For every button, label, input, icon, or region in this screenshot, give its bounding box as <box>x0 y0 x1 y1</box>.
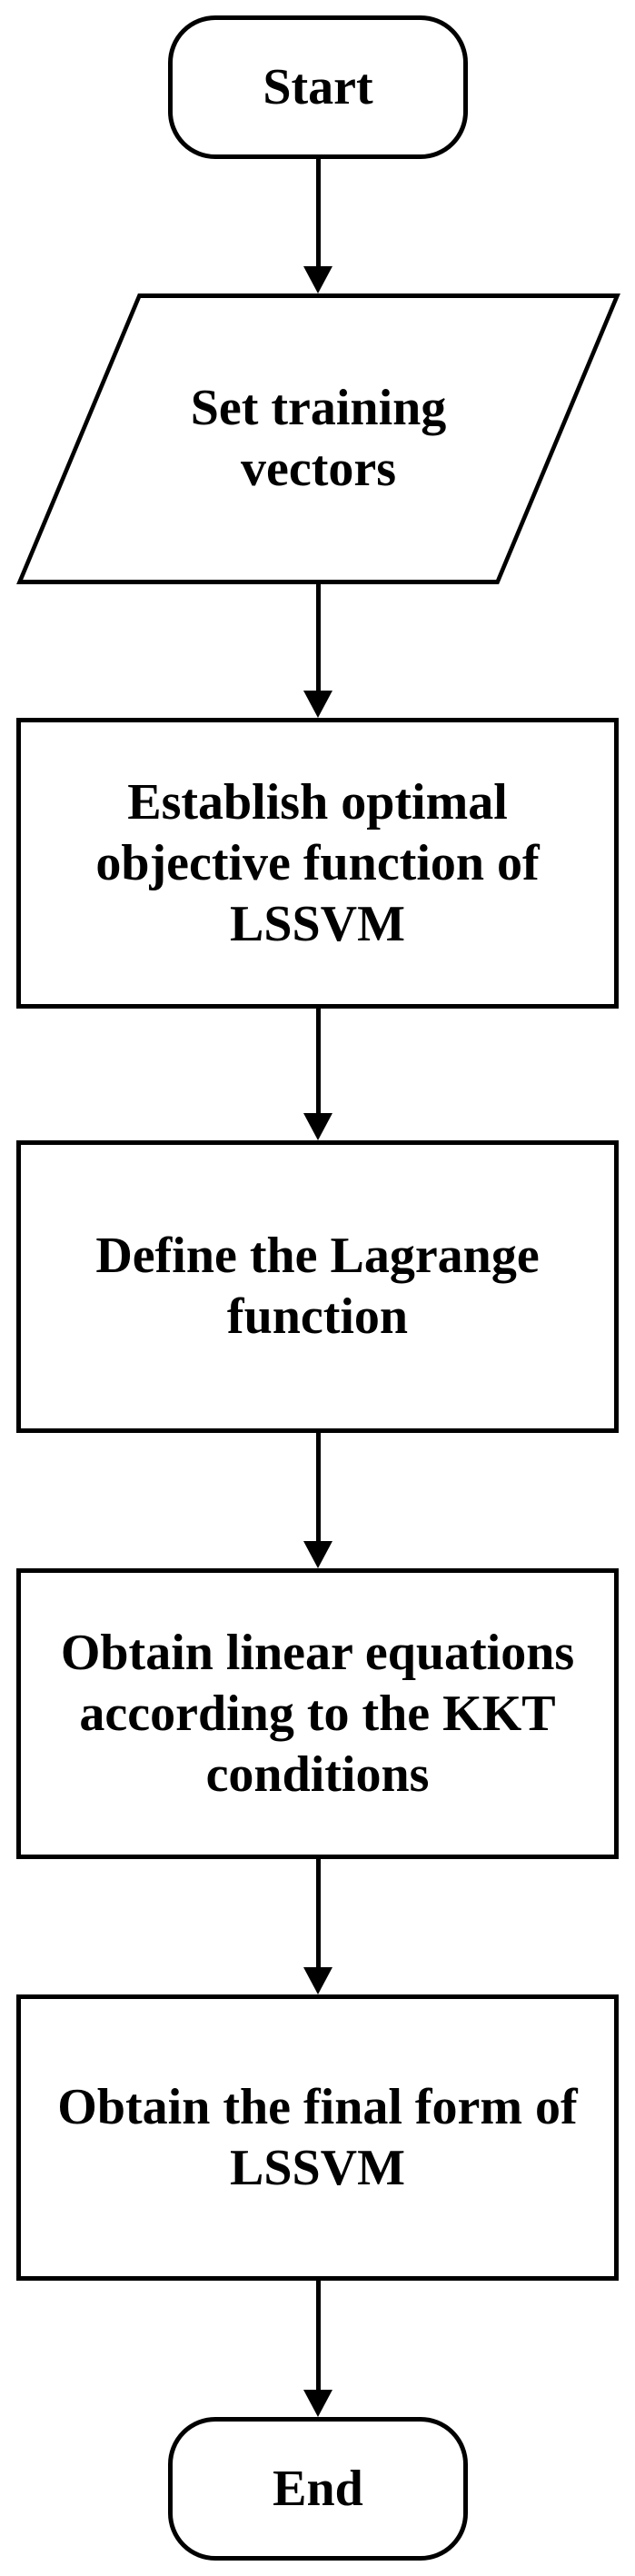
node-label-line: LSSVM <box>230 895 405 952</box>
arrow-start-to-set-training-vectors <box>303 159 333 293</box>
flowchart-node-end: End <box>168 2417 468 2561</box>
node-label-line: Obtain the final form of <box>57 2078 578 2135</box>
flowchart-node-define-lagrange: Define the Lagrange function <box>16 1140 619 1433</box>
node-label-line: vectors <box>240 441 396 497</box>
node-label-line: LSSVM <box>230 2139 405 2196</box>
arrow-shaft <box>316 1433 321 1545</box>
node-label-line: function <box>226 1288 409 1345</box>
arrow-final-form-to-end <box>303 2281 333 2417</box>
arrow-shaft <box>316 2281 321 2393</box>
node-label-line: Obtain linear equations <box>60 1624 575 1681</box>
node-label-line: conditions <box>205 1746 430 1803</box>
arrow-head-icon <box>303 2390 332 2417</box>
arrow-set-training-vectors-to-establish-objective <box>303 584 333 718</box>
arrow-kkt-conditions-to-final-form <box>303 1859 333 1994</box>
arrow-head-icon <box>303 691 332 718</box>
flowchart-node-set-training-vectors: Set training vectors <box>16 293 620 584</box>
arrow-head-icon <box>303 1541 332 1568</box>
node-label-line: objective function of <box>95 834 540 891</box>
node-label-line: Define the Lagrange <box>95 1228 540 1284</box>
node-label-line: according to the KKT <box>79 1685 556 1742</box>
parallelogram-content: Set training vectors <box>82 298 555 580</box>
flowchart-node-establish-objective: Establish optimal objective function of … <box>16 718 619 1009</box>
arrow-establish-objective-to-define-lagrange <box>303 1009 333 1140</box>
arrow-shaft <box>316 159 321 270</box>
node-label-start: Start <box>263 58 373 115</box>
flowchart-node-final-form: Obtain the final form of LSSVM <box>16 1994 619 2281</box>
arrow-define-lagrange-to-kkt-conditions <box>303 1433 333 1568</box>
node-label-line: Establish optimal <box>127 773 508 830</box>
flowchart-node-start: Start <box>168 15 468 159</box>
arrow-head-icon <box>303 1967 332 1994</box>
node-label-line: Set training <box>190 380 447 436</box>
arrow-head-icon <box>303 1113 332 1140</box>
arrow-shaft <box>316 1009 321 1117</box>
node-label-end: End <box>273 2460 363 2517</box>
arrow-shaft <box>316 1859 321 1971</box>
arrow-head-icon <box>303 266 332 293</box>
arrow-shaft <box>316 584 321 694</box>
flowchart-node-kkt-conditions: Obtain linear equations according to the… <box>16 1568 619 1859</box>
